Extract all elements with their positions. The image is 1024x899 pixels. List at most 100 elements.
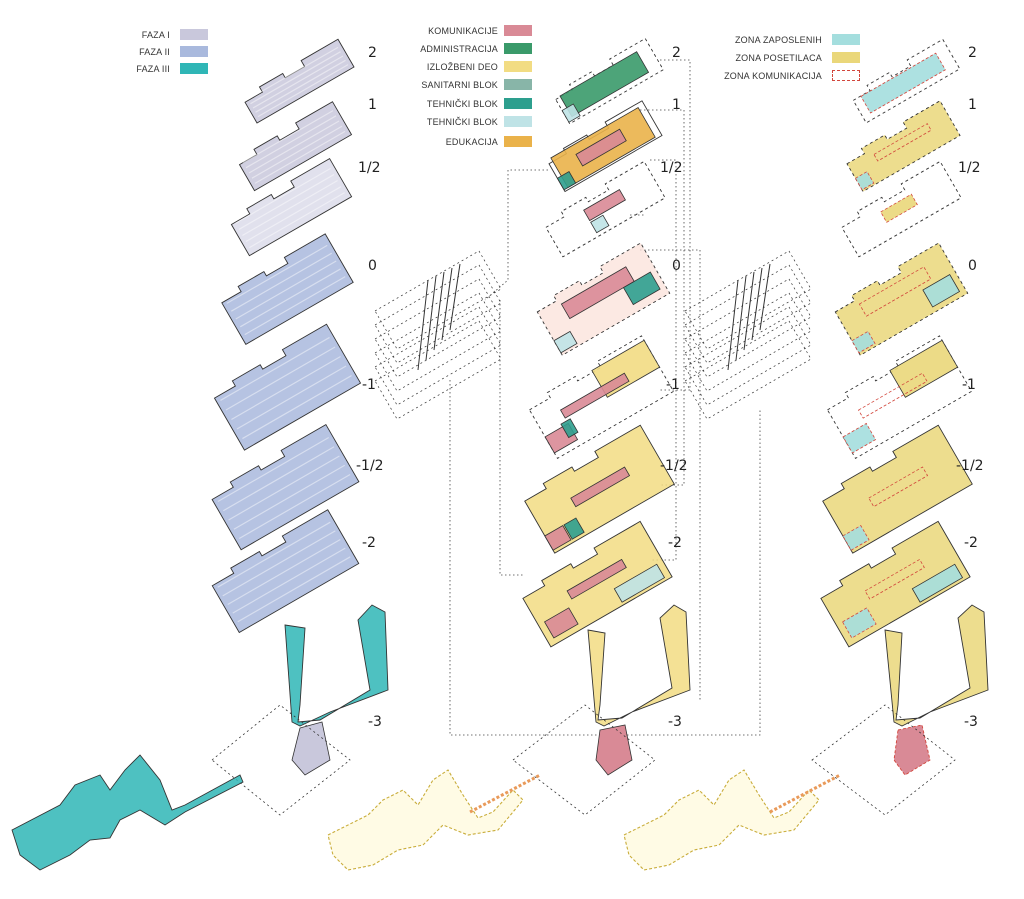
slab-outline — [841, 160, 962, 258]
legend-swatch-zona-zaposlenih — [832, 34, 860, 45]
room-block — [842, 525, 870, 551]
circulation-arrow — [417, 279, 429, 371]
room-block — [613, 563, 666, 603]
room-block — [842, 422, 877, 454]
ghost-slab — [684, 292, 812, 392]
marker-stroke — [237, 556, 351, 623]
legend-swatch-faza-2 — [180, 46, 208, 57]
slab-level-minus-3 — [284, 604, 389, 727]
marker-stroke — [238, 473, 351, 539]
circulation-arrow — [433, 271, 445, 351]
level-label: -2 — [362, 535, 376, 551]
slab-level-minus-half — [211, 423, 360, 551]
slab-level-minus-2 — [211, 509, 360, 634]
legend-label-edukacija: EDUKACIJA — [445, 137, 498, 147]
legend-swatch-edukacija — [504, 136, 532, 147]
func-level-1 — [548, 100, 663, 193]
slab-outline — [545, 160, 666, 258]
marker-stroke — [242, 179, 338, 237]
ghost-slab-outline — [374, 264, 502, 364]
zone-level-1 — [846, 100, 961, 193]
legend-swatch-faza-3 — [180, 63, 208, 74]
legend-swatch-tehnicki-blok-1 — [504, 98, 532, 109]
marker-stroke — [242, 110, 334, 164]
level-label: -1/2 — [660, 458, 688, 474]
room-block — [543, 607, 579, 639]
ghost-slab — [374, 264, 502, 364]
circulation-arrow — [441, 267, 453, 341]
func-level-0 — [536, 242, 671, 356]
room-block — [889, 339, 959, 398]
link-line — [640, 249, 701, 700]
func-level-minus-1 — [528, 335, 675, 459]
zone-level-0 — [834, 242, 969, 356]
slab-level-2 — [244, 38, 355, 124]
legend-label-administracija: ADMINISTRACIJA — [420, 44, 498, 54]
slab-level-minus-3-annex — [291, 721, 331, 776]
room-block — [860, 52, 946, 114]
ghost-slab-outline — [684, 264, 812, 364]
legend-swatch-zona-posetilaca — [832, 52, 860, 63]
room-block — [566, 558, 627, 600]
marker-stroke — [220, 336, 330, 401]
slab-outline — [221, 233, 354, 345]
marker-stroke — [239, 268, 342, 328]
ghost-footprint — [811, 704, 956, 816]
room-block — [622, 271, 661, 306]
marker-stroke — [231, 355, 341, 421]
level-label: -3 — [368, 714, 382, 730]
level-label: -2 — [668, 535, 682, 551]
slab-outline — [826, 335, 973, 459]
tunnel-link — [469, 773, 541, 814]
level-label: 1/2 — [958, 160, 981, 176]
level-label: 2 — [672, 45, 681, 61]
zone-level-minus-2 — [820, 520, 971, 648]
circulation-link-lines — [449, 59, 761, 736]
level-label: 1 — [968, 97, 977, 113]
level-label: -1 — [362, 377, 376, 393]
legend-swatch-faza-1 — [180, 29, 208, 40]
level-label: -2 — [964, 535, 978, 551]
marker-stroke — [222, 446, 335, 512]
marker-stroke — [249, 192, 345, 249]
circulation-arrow — [425, 275, 437, 361]
level-label: 1/2 — [660, 160, 683, 176]
legend-swatch-administracija — [504, 43, 532, 54]
legend-label-faza-2: FAZA II — [139, 47, 170, 57]
tunnel-link — [769, 773, 841, 814]
phase-3-galleries — [11, 754, 244, 871]
level-label: -3 — [668, 714, 682, 730]
link-line — [650, 159, 677, 561]
legend-label-sanitarni-blok: SANITARNI BLOK — [421, 80, 498, 90]
room-block — [560, 418, 579, 439]
marker-stroke — [244, 276, 346, 336]
legend-swatch-zona-komunikacija — [832, 70, 860, 81]
legend-label-faza-3: FAZA III — [136, 64, 170, 74]
room-block — [570, 466, 631, 508]
zone-level-minus-half — [822, 424, 973, 554]
room-block — [561, 103, 581, 123]
legend-swatch-sanitarni-blok — [504, 79, 532, 90]
legend-label-tehnicki-blok-1: TEHNIČKI BLOK — [426, 99, 498, 109]
ghost-slab-outline — [374, 278, 502, 378]
level-label: 0 — [672, 258, 681, 274]
room-block — [841, 607, 877, 639]
room-block — [858, 266, 932, 317]
marker-stroke — [217, 521, 331, 588]
room-block — [583, 188, 626, 222]
marker-stroke — [238, 173, 335, 230]
ghost-slab — [684, 250, 812, 350]
zone-level-half — [841, 160, 962, 258]
circulation-arrow — [751, 267, 763, 341]
legend-label-tehnicki-blok-2: TEHNIČKI BLOK — [426, 117, 498, 127]
slab-level-0 — [221, 233, 354, 345]
ghost-stack-right — [684, 250, 812, 420]
slab-level-minus-1 — [213, 323, 362, 451]
ghost-stack-left — [374, 250, 502, 420]
legend-label-zona-zaposlenih: ZONA ZAPOSLENIH — [734, 35, 822, 45]
marker-stroke — [232, 547, 346, 614]
room-block — [854, 171, 875, 191]
level-label: -3 — [964, 714, 978, 730]
marker-stroke — [247, 46, 339, 100]
